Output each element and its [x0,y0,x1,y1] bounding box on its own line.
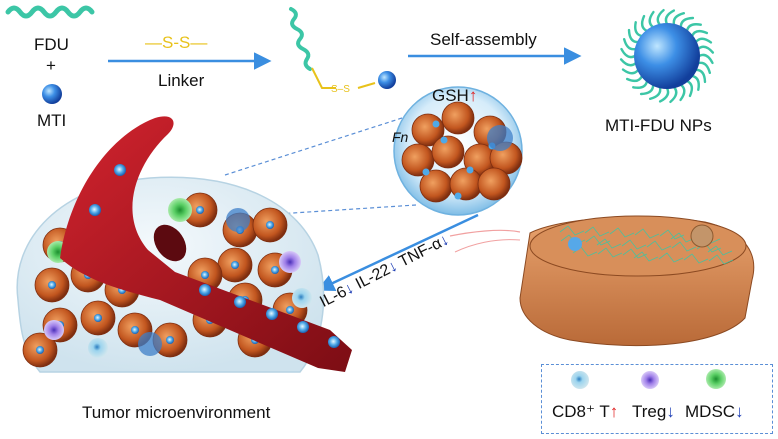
fdu-polymer-icon [5,5,95,19]
conjugate-mti-icon [378,71,396,89]
legend-item-cd8: CD8⁺ T↑ [552,403,618,420]
legend-label-mdsc: MDSC [685,402,736,421]
nanoparticle-label: MTI-FDU NPs [605,116,712,135]
svg-text:S–S: S–S [331,84,350,95]
tumor-cell-slab [449,215,755,347]
plus-label: + [46,56,56,75]
treg-cell-icon [641,371,659,389]
mti-sphere-icon [42,84,62,104]
fn-label: Fn [392,129,409,145]
gsh-label: GSH↑ [432,87,477,104]
self-assembly-label: Self-assembly [430,30,537,49]
legend-label-cd8: CD8⁺ T [552,402,610,421]
legend-arrow-cd8: ↑ [609,402,619,421]
cd8-t-cell-icon [571,371,589,389]
cytokine-arrow [316,213,479,291]
nanoparticle-icon [619,8,715,104]
linker-bond-label: —S-S— [145,33,208,52]
conjugate-linker-icon [311,67,336,89]
tumor-microenvironment-label: Tumor microenvironment [82,403,271,422]
blood-vessel [60,116,352,373]
legend-arrow-treg: ↓ [666,402,675,421]
legend-item-treg: Treg↓ [632,403,675,420]
mti-label: MTI [37,111,67,130]
linker-label: Linker [158,71,205,90]
conjugate-polymer-icon [289,7,312,71]
legend-box [541,364,773,434]
zoom-bubble [393,86,523,216]
gsh-text: GSH [432,86,469,105]
legend-arrow-mdsc: ↓ [735,402,744,421]
mdsc-cell-icon [706,369,726,389]
legend-label-treg: Treg [632,402,667,421]
legend-item-mdsc: MDSC↓ [685,403,744,420]
fdu-label: FDU [34,35,69,54]
gsh-up-arrow: ↑ [468,86,478,105]
